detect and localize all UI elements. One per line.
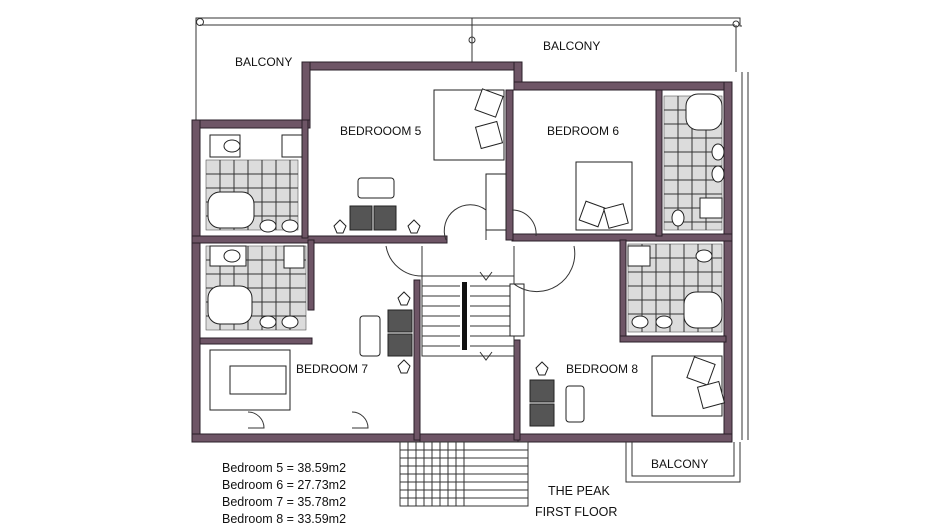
area-bedroom-5: Bedroom 5 = 38.59m2 <box>222 461 346 475</box>
bathroom-tiles-upper-right <box>663 93 725 231</box>
bedroom7-furniture <box>209 291 413 429</box>
label-bedroom-7: BEDROOM 7 <box>296 362 368 376</box>
area-bedroom-7: Bedroom 7 = 35.78m2 <box>222 495 346 509</box>
area-bedroom-6: Bedroom 6 = 27.73m2 <box>222 478 346 492</box>
landing-arcs <box>385 204 576 293</box>
label-bedroom-5: BEDROOOM 5 <box>340 124 422 138</box>
bedroom5-furniture <box>333 88 505 234</box>
bathroom-tiles-lower-left <box>205 245 307 331</box>
bathroom-tiles-lower-right <box>627 243 723 333</box>
area-bedroom-8: Bedroom 8 = 33.59m2 <box>222 512 346 526</box>
balcony-railing <box>195 17 742 122</box>
bedroom6-furniture <box>485 161 633 231</box>
outer-walls <box>191 61 733 443</box>
title-line-2: FIRST FLOOR <box>535 505 617 519</box>
title-line-1: THE PEAK <box>548 484 610 498</box>
interior-walls <box>191 89 733 441</box>
entrance-steps <box>399 441 529 507</box>
label-bedroom-6: BEDROOM 6 <box>547 124 619 138</box>
balcony-bottom-right <box>625 442 741 483</box>
bathroom-tiles-upper-left <box>205 134 303 233</box>
staircase <box>421 271 525 361</box>
bedroom8-furniture <box>529 355 726 427</box>
label-balcony-bottom-right: BALCONY <box>651 457 708 471</box>
label-balcony-top-right: BALCONY <box>543 39 600 53</box>
label-bedroom-8: BEDROOM 8 <box>566 362 638 376</box>
label-balcony-top-left: BALCONY <box>235 55 292 69</box>
